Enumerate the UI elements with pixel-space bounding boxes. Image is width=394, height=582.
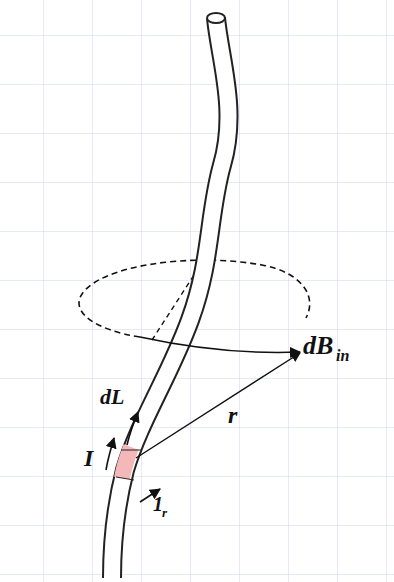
current-arrow (106, 438, 114, 470)
dl-arrow (127, 412, 138, 445)
subscript: r (162, 506, 167, 519)
element-edges (116, 450, 141, 480)
unit-vector-label: 1 (153, 494, 163, 514)
field-label: dB (303, 333, 333, 359)
subscript: in (336, 348, 349, 364)
r-vector (136, 353, 300, 458)
current-element (122, 447, 131, 478)
vector-label: dL (100, 386, 124, 408)
vector-label: r (228, 403, 237, 427)
wire-outline (112, 18, 229, 578)
current-label: I (84, 446, 93, 470)
field-loop-front (140, 337, 300, 352)
wire-body (112, 18, 229, 578)
wire-end (207, 13, 225, 23)
